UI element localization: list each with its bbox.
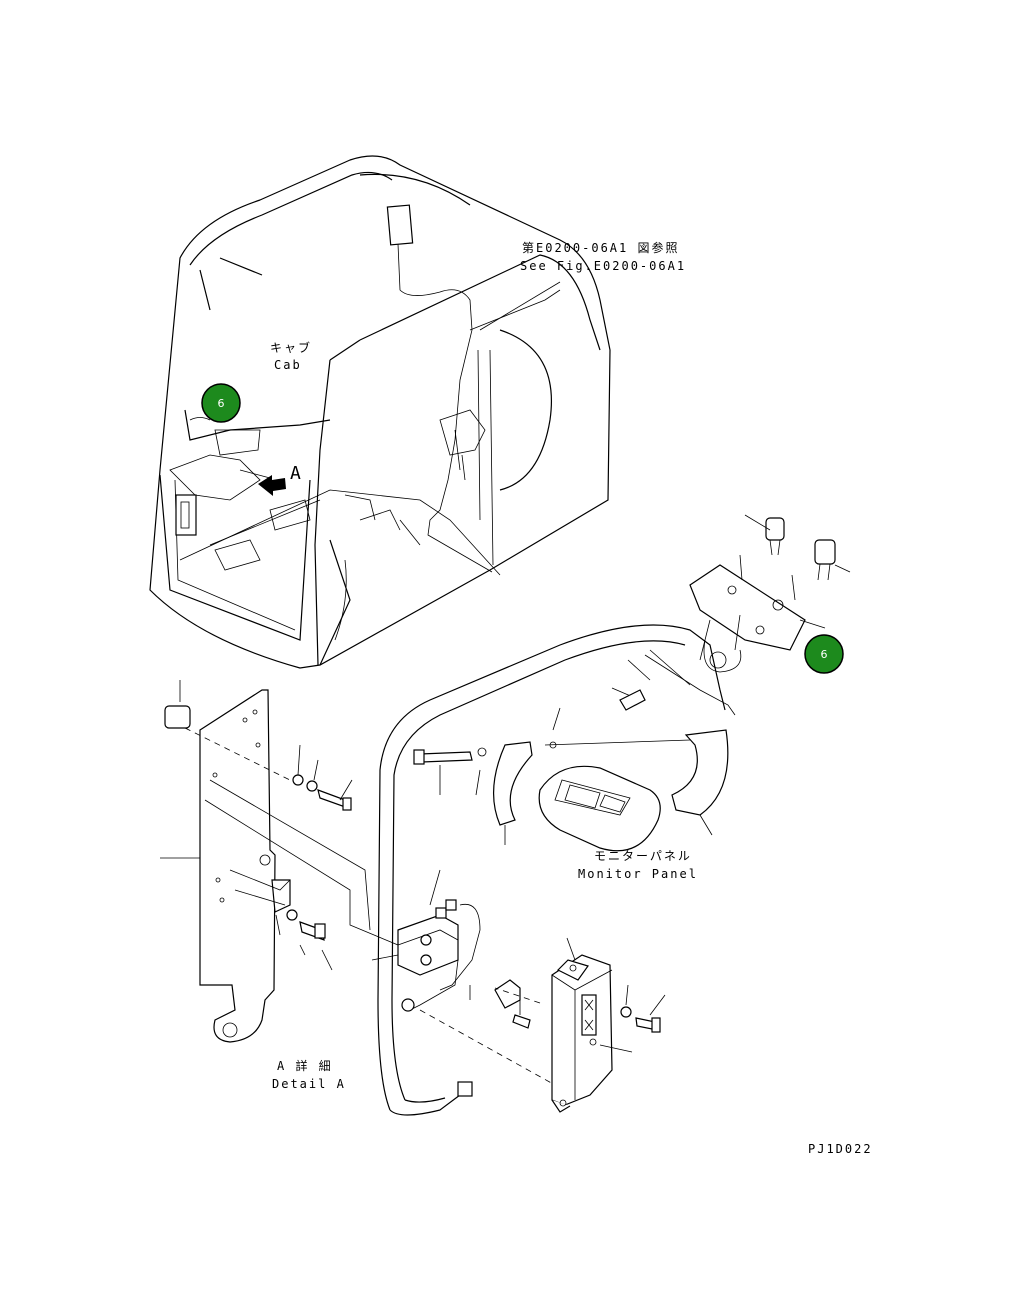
- see-fig-leader: [479, 281, 561, 331]
- callout-monitor-bracket[interactable]: 6: [804, 634, 844, 674]
- switch-box: [551, 937, 666, 1113]
- callout-cab-label: 6: [218, 397, 225, 410]
- view-arrow-a: A: [258, 463, 303, 496]
- knob-left: [765, 517, 785, 556]
- knob-right: [814, 539, 836, 581]
- see-fig-jp-label: 第E0200-06A1 図参照: [522, 240, 679, 255]
- monitor-assembly: モニターパネル Monitor Panel: [377, 514, 851, 1116]
- see-fig-en-label: See Fig.E0200-06A1: [520, 259, 686, 273]
- cab-en-label: Cab: [274, 358, 302, 372]
- callout-cab[interactable]: 6: [201, 383, 241, 423]
- cab-outline: [149, 155, 611, 669]
- relay-group: [204, 779, 556, 1086]
- detail-jp-label: A 詳 細: [277, 1058, 333, 1073]
- monitor-panel: [538, 765, 661, 852]
- callout-monitor-bracket-label: 6: [821, 648, 828, 661]
- drawing-number: PJ1D022: [808, 1142, 873, 1156]
- detail-en-label: Detail A: [272, 1077, 346, 1091]
- cab-jp-label: キャブ: [270, 340, 312, 355]
- detail-a-plate: [160, 680, 353, 1043]
- view-arrow-label: A: [290, 463, 303, 484]
- monitor-en-label: Monitor Panel: [578, 867, 698, 881]
- monitor-jp-label: モニターパネル: [594, 849, 692, 863]
